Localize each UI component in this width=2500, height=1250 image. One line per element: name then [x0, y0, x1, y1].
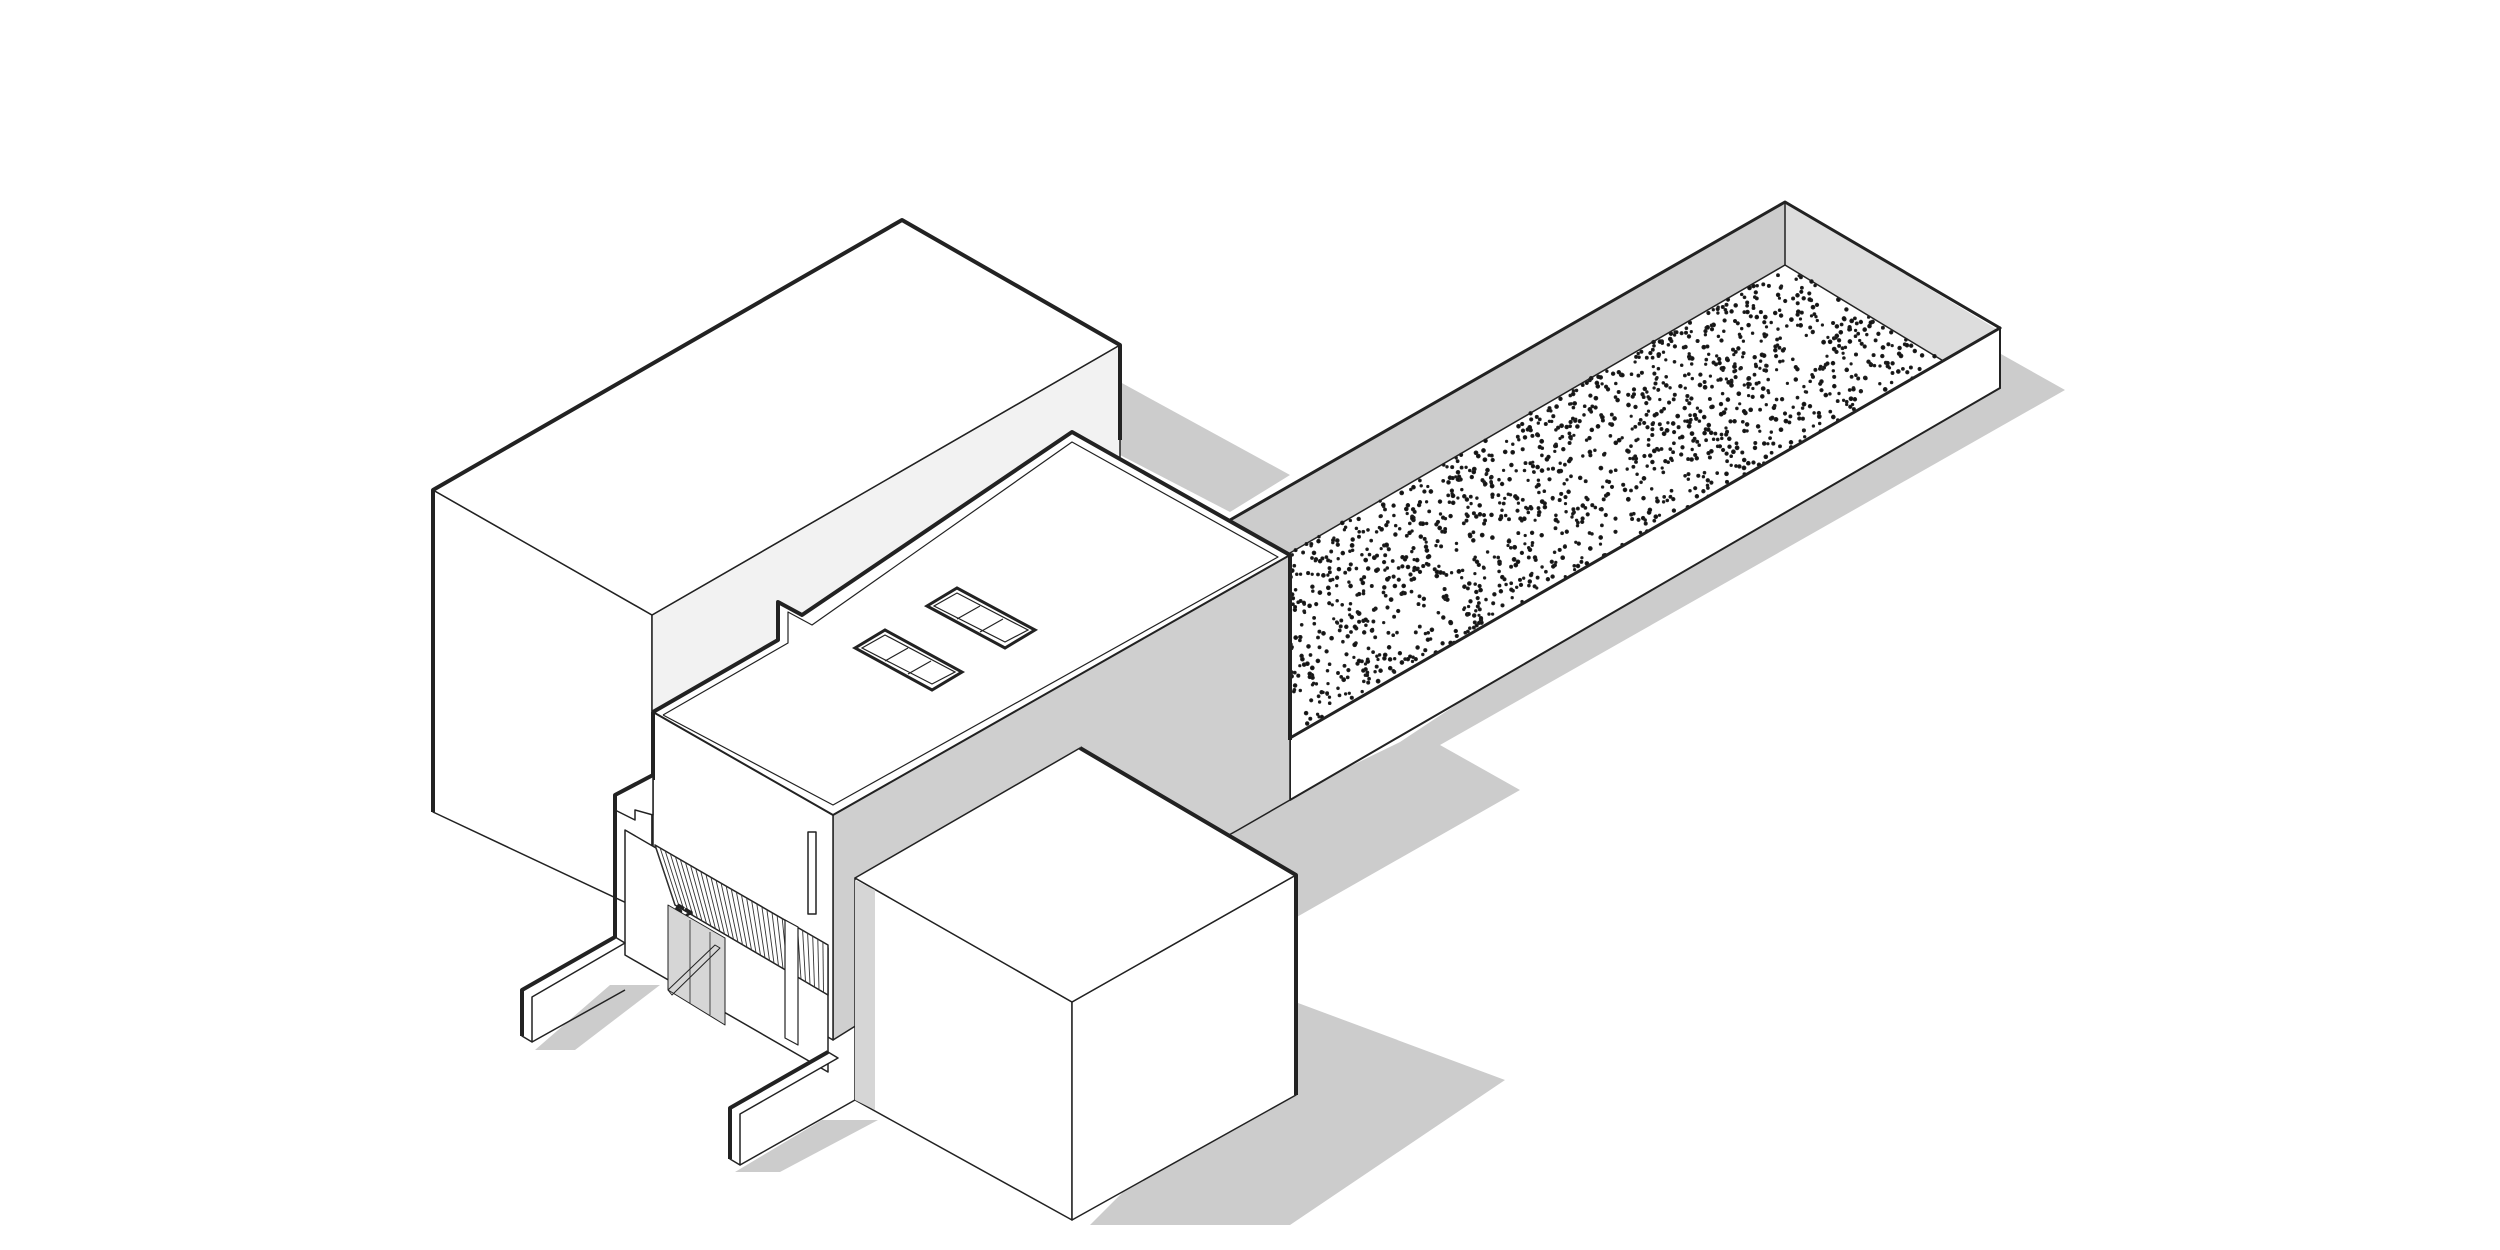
entrance-side-post [784, 919, 799, 1046]
front-right-wall-base [739, 1099, 856, 1166]
main-volume-outline [652, 430, 1292, 740]
pool-volume [1228, 200, 2002, 801]
front-walls [520, 935, 856, 1166]
front-cube-outline [1078, 746, 1298, 1095]
front-left-wall-outline [520, 935, 616, 1036]
front-cube [854, 746, 1298, 1221]
entrance-door [667, 904, 726, 1026]
facade-slot-window [807, 831, 817, 915]
skylight-1 [851, 628, 966, 692]
skylight-2 [923, 586, 1039, 650]
front-left-wall-base [531, 989, 626, 1043]
door-reflection [667, 944, 721, 996]
entrance-notch-outline [613, 773, 654, 945]
shadow-left-block [1120, 382, 1290, 512]
left-block-outline [431, 218, 1122, 812]
skylights [851, 586, 1039, 692]
pool-inner-back-wall [1230, 202, 1785, 553]
front-right-wall-outline [728, 1050, 829, 1159]
shadow-front-right-wall [735, 1120, 878, 1172]
pool-rim-front [1288, 326, 2002, 740]
pool-inner-side-wall [1785, 202, 1998, 362]
entrance-zone: 57 [613, 773, 829, 1073]
front-cube-left-shade [855, 880, 875, 1110]
shadow-front-left-wall [535, 985, 660, 1050]
roof-parapet-inner [662, 441, 1279, 806]
